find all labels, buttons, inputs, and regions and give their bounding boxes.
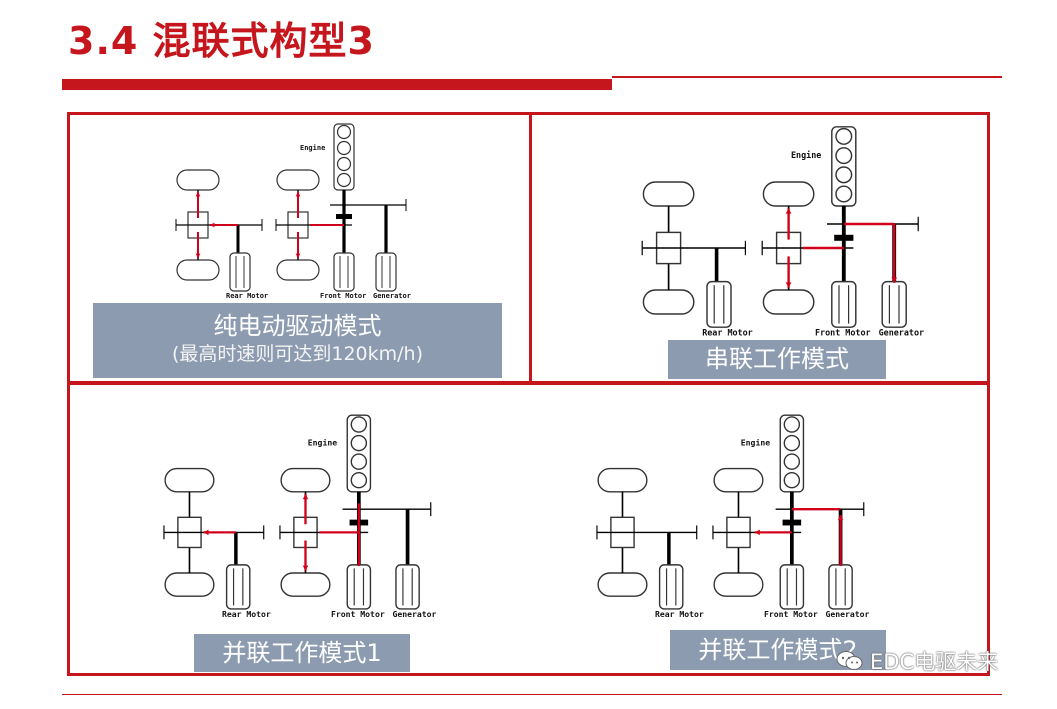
engine-cylinder	[336, 140, 352, 156]
caption-parallel-1: 并联工作模式1	[194, 634, 410, 672]
power-flow-arrow-head	[210, 222, 215, 228]
title-underline-bar	[62, 79, 612, 90]
power-flow-arrow-head	[302, 565, 309, 571]
engine-cylinder	[336, 124, 352, 140]
watermark-text: EDC电驱未来	[870, 650, 999, 674]
clutch	[782, 519, 802, 526]
rear-wheel-bottom	[164, 572, 215, 597]
engine-label: Engine	[741, 437, 770, 447]
rear-wheel-top	[164, 467, 215, 493]
generator	[375, 252, 397, 292]
engine-label: Engine	[300, 144, 325, 152]
clutch	[834, 234, 854, 241]
caption-series: 串联工作模式	[668, 340, 886, 379]
caption-subtitle: (最高时速则可达到120km/h)	[171, 343, 424, 365]
engine-label: Engine	[791, 150, 821, 160]
engine-cylinder	[350, 453, 368, 470]
rear-motor-label: Rear Motor	[655, 609, 704, 619]
engine-cylinder	[350, 471, 368, 489]
generator	[881, 280, 907, 328]
power-flow-arrow-head	[195, 192, 201, 197]
engine-label: Engine	[308, 437, 337, 447]
rear-motor	[229, 252, 251, 292]
front-motor	[346, 564, 372, 610]
engine-cylinder	[350, 416, 368, 433]
rear-motor	[706, 280, 732, 328]
caption-title: 纯电动驱动模式	[213, 312, 382, 340]
front-motor	[831, 280, 857, 328]
power-flow-arrow-head	[295, 192, 301, 197]
rear-wheel-bottom	[642, 289, 695, 315]
front-motor	[333, 252, 355, 292]
caption-pure-electric: 纯电动驱动模式 (最高时速则可达到120km/h)	[93, 303, 502, 378]
engine-cylinder	[835, 127, 853, 145]
watermark: EDC电驱未来	[836, 646, 998, 676]
power-flow-arrow-head	[785, 282, 792, 288]
power-flow-arrow-head	[837, 515, 844, 521]
front-wheel-bottom	[713, 572, 764, 597]
front-wheel-bottom	[276, 259, 320, 281]
engine-cylinder	[783, 471, 801, 489]
generator-label: Generator	[825, 609, 869, 619]
power-flow-arrow-head	[195, 253, 201, 258]
power-flow-arrow-head	[785, 208, 792, 214]
rear-motor	[225, 564, 251, 610]
front-motor-label: Front Motor	[320, 292, 366, 300]
generator	[395, 564, 420, 610]
engine-cylinder	[835, 166, 853, 184]
generator-label: Generator	[373, 292, 411, 300]
wechat-icon	[836, 651, 863, 670]
generator-label: Generator	[392, 609, 436, 619]
front-motor-label: Front Motor	[764, 609, 818, 619]
power-flow-arrow-head	[302, 494, 309, 500]
engine-cylinder	[350, 434, 368, 452]
panel-frame-parallel	[67, 381, 990, 676]
front-wheel-top	[276, 169, 320, 191]
engine-cylinder	[835, 185, 853, 203]
title-underline-line	[612, 76, 1002, 78]
rear-motor-label: Rear Motor	[222, 609, 271, 619]
caption-title: 并联工作模式2	[698, 636, 858, 664]
engine-cylinder	[336, 172, 352, 188]
engine-cylinder	[783, 416, 801, 433]
power-flow-arrow-head	[295, 253, 301, 258]
rear-wheel-top	[597, 467, 648, 493]
engine-cylinder	[783, 453, 801, 470]
front-motor	[779, 564, 805, 610]
front-wheel-top	[280, 467, 331, 493]
generator-label: Generator	[879, 328, 924, 338]
power-flow-arrow-head	[203, 529, 209, 536]
front-wheel-top	[762, 181, 815, 207]
engine-cylinder	[835, 147, 853, 165]
power-flow-arrow-head	[891, 277, 898, 283]
caption-title: 串联工作模式	[705, 345, 849, 373]
front-motor-label: Front Motor	[331, 609, 385, 619]
rear-wheel-top	[642, 181, 695, 207]
power-flow-arrow-head	[754, 529, 760, 536]
caption-title: 并联工作模式1	[222, 639, 382, 667]
engine-cylinder	[783, 434, 801, 452]
rear-wheel-top	[176, 169, 220, 191]
front-wheel-top	[713, 467, 764, 493]
rear-motor-label: Rear Motor	[702, 328, 753, 338]
footer-divider	[62, 694, 1002, 695]
rear-wheel-bottom	[176, 259, 220, 281]
rear-motor	[658, 564, 684, 610]
front-wheel-bottom	[762, 289, 815, 315]
front-wheel-bottom	[280, 572, 331, 597]
clutch	[336, 214, 352, 219]
slide-title: 3.4 混联式构型3	[68, 19, 375, 63]
rear-wheel-bottom	[597, 572, 648, 597]
front-motor-label: Front Motor	[815, 328, 871, 338]
engine-cylinder	[336, 156, 352, 172]
rear-motor-label: Rear Motor	[226, 292, 268, 300]
generator	[828, 564, 853, 610]
